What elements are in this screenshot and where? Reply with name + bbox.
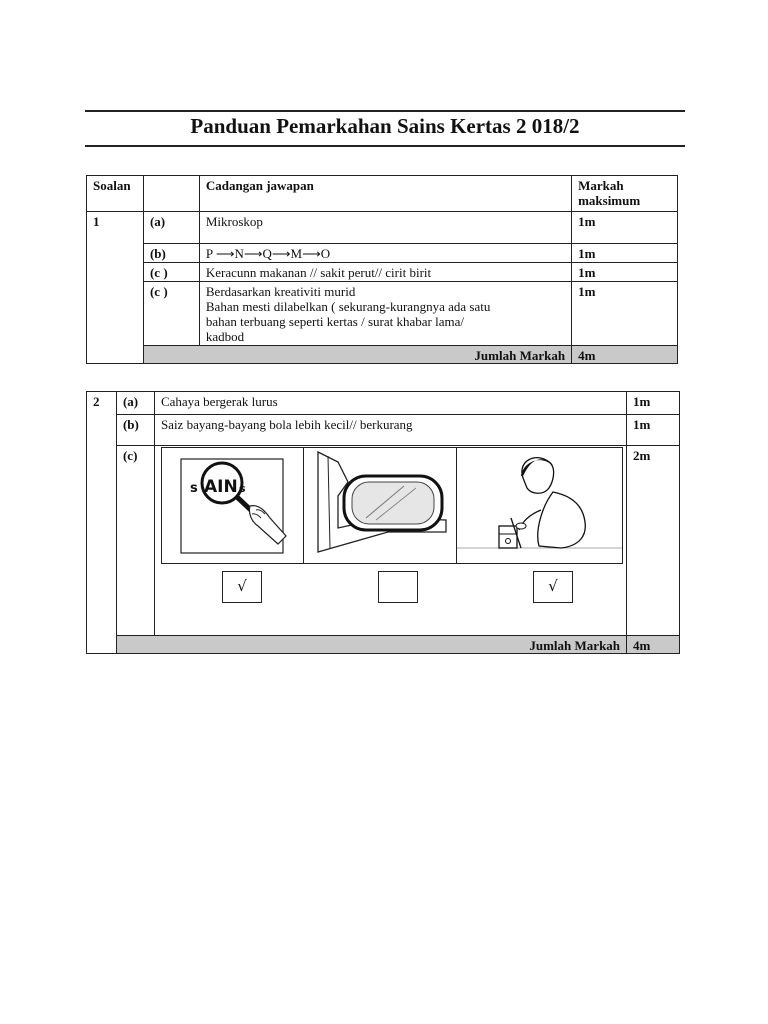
question-number-1: 1 (86, 211, 144, 364)
title-top-rule (85, 110, 685, 112)
header-markah-line1: Markah (578, 178, 624, 193)
picture-strip: s AIN s (161, 447, 623, 564)
part-label: (b) (115, 414, 155, 446)
car-mirror-picture (304, 448, 457, 563)
part-label: (c ) (142, 281, 200, 346)
header-soalan: Soalan (86, 175, 144, 212)
table2-total-row: Jumlah Markah 4m (87, 635, 680, 654)
answer-checkbox: √ (222, 571, 262, 603)
marks-cell: 1m (571, 211, 678, 244)
part-label: (c) (115, 445, 155, 636)
header-cadangan-jawapan: Cadangan jawapan (198, 175, 573, 212)
answer-cell: Cahaya bergerak lurus (153, 391, 628, 415)
answer-line: Bahan mesti dilabelkan ( sekurang-kurang… (205, 299, 491, 314)
boy-with-straw-picture (457, 448, 622, 563)
table-row: (c ) Keracunn makanan // sakit perut// c… (87, 262, 678, 282)
answer-cell: Saiz bayang-bayang bola lebih kecil// be… (153, 414, 628, 446)
marks-cell: 1m (571, 281, 678, 346)
answer-cell: Keracunn makanan // sakit perut// cirit … (198, 262, 573, 282)
table-row: 1 (a) Mikroskop 1m (86, 211, 678, 364)
answer-checkbox: √ (533, 571, 573, 603)
header-blank (142, 175, 200, 212)
table-row: (b) P ⟶N⟶Q⟶M⟶O 1m (87, 243, 678, 263)
total-label: Jumlah Markah (115, 635, 628, 654)
answer-checkbox (378, 571, 418, 603)
table-row: (b) Saiz bayang-bayang bola lebih kecil/… (87, 414, 680, 446)
magnifier-text-ain: AIN (204, 477, 238, 497)
marks-cell: 1m (571, 262, 678, 282)
title-bottom-rule (85, 145, 685, 147)
marks-cell: 1m (626, 414, 680, 446)
total-marks: 4m (626, 635, 680, 654)
magnifier-picture: s AIN s (162, 448, 304, 563)
question-number-2: 2 (86, 391, 117, 654)
table-row: 2 (a) Cahaya bergerak lurus 1m (86, 391, 680, 654)
answer-line: bahan terbuang seperti kertas / surat kh… (205, 314, 464, 329)
answer-cell: P ⟶N⟶Q⟶M⟶O (198, 243, 573, 263)
answer-line: Berdasarkan kreativiti murid (205, 284, 356, 299)
answer-cell: Mikroskop (198, 211, 573, 244)
table1-total-row: Jumlah Markah 4m (87, 345, 678, 364)
table-row: (c ) Berdasarkan kreativiti murid Bahan … (87, 281, 678, 346)
marks-cell: 1m (571, 243, 678, 263)
part-label: (a) (115, 391, 155, 415)
total-label: Jumlah Markah (142, 345, 573, 364)
answer-line: kadbod (205, 329, 245, 344)
marks-cell: 2m (626, 445, 680, 636)
total-marks: 4m (571, 345, 678, 364)
magnifier-text-s: s (190, 481, 198, 496)
part-label: (a) (142, 211, 200, 244)
answer-cell-multiline: Berdasarkan kreativiti murid Bahan mesti… (198, 281, 573, 346)
header-markah-line2: maksimum (578, 193, 641, 208)
part-label: (c ) (142, 262, 200, 282)
marks-cell: 1m (626, 391, 680, 415)
page-title: Panduan Pemarkahan Sains Kertas 2 018/2 (190, 114, 580, 138)
part-label: (b) (142, 243, 200, 263)
